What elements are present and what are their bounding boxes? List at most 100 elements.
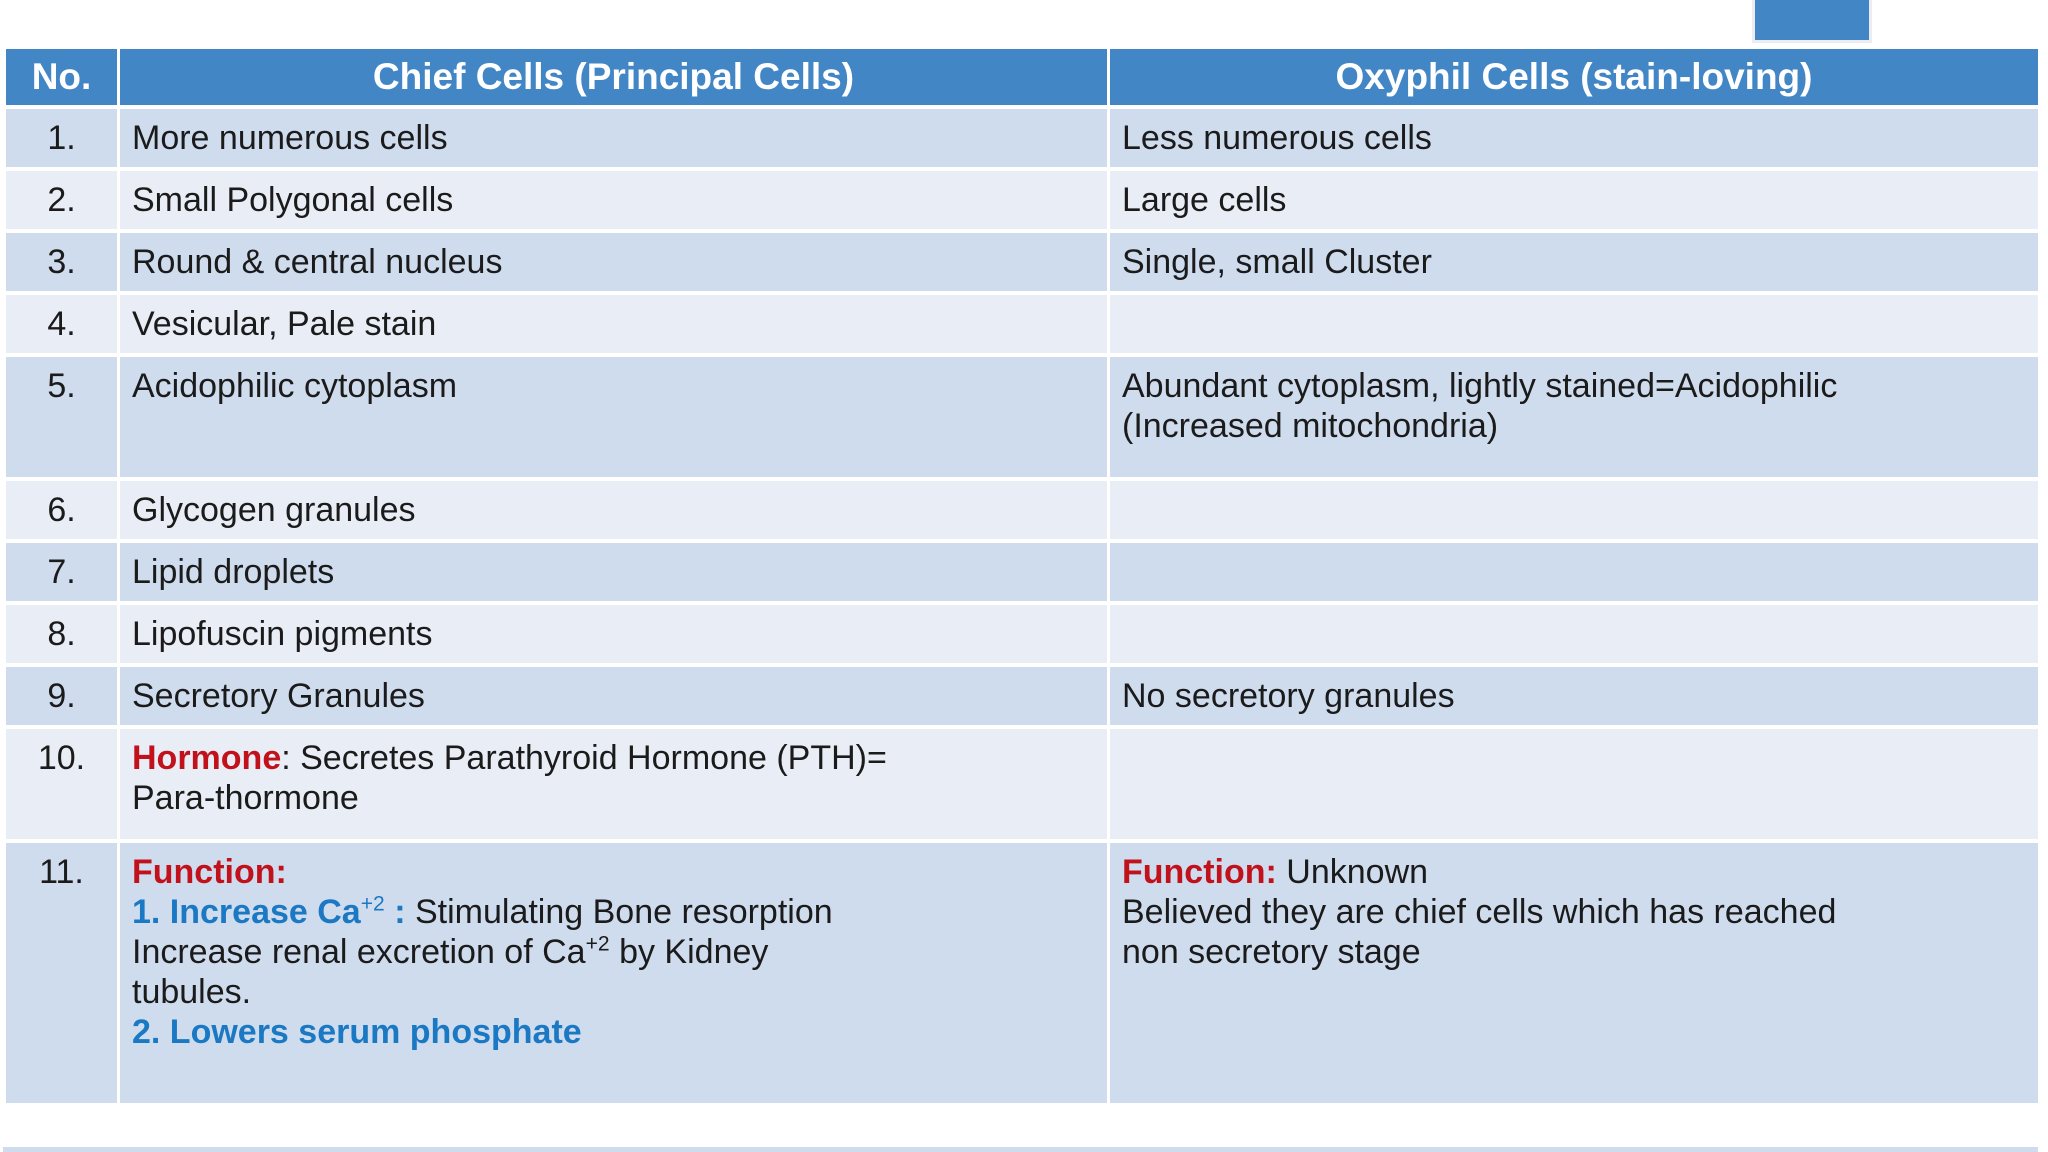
text-run: by Kidney: [609, 933, 769, 971]
cell-line: Lipid droplets: [132, 552, 1097, 592]
table-row: 5. Acidophilic cytoplasm Abundant cytoplas…: [3, 353, 2041, 481]
cell-line: Increase renal excretion of Ca+2 by Kidn…: [132, 932, 1097, 972]
comparison-table: No.Chief Cells (Principal Cells)Oxyphil …: [3, 45, 2041, 1107]
cell-line: Believed they are chief cells which has …: [1122, 892, 2028, 932]
cell-line: Lipofuscin pigments: [132, 614, 1097, 654]
cutoff-row-strip: [3, 1147, 2038, 1152]
cell-line: Function: Unknown: [1122, 852, 2028, 892]
cell-no: 4.: [3, 291, 120, 357]
text-run: Function:: [1122, 853, 1277, 891]
table-body: 1. More numerous cells Less numerous cells…: [3, 105, 2041, 1107]
cell-chief: More numerous cells: [117, 105, 1110, 171]
cell-line: Glycogen granules: [132, 490, 1097, 530]
text-run: Hormone: [132, 739, 282, 777]
text-run: No secretory granules: [1122, 677, 1455, 715]
text-run: Round & central nucleus: [132, 243, 503, 281]
text-run: Vesicular, Pale stain: [132, 305, 437, 343]
cell-line: Single, small Cluster: [1122, 242, 2028, 282]
cell-no: 8.: [3, 601, 120, 667]
table-row: 11.Function:1. Increase Ca+2 : Stimulati…: [3, 839, 2041, 1107]
cell-no: 2.: [3, 167, 120, 233]
cell-no: 5.: [3, 353, 120, 481]
text-run: Increase renal excretion of Ca: [132, 933, 586, 971]
cell-oxyphil: [1107, 291, 2041, 357]
text-run: :: [384, 893, 406, 931]
cell-line: non secretory stage: [1122, 932, 2028, 972]
text-run: Secretory Granules: [132, 677, 425, 715]
cell-line: Vesicular, Pale stain: [132, 304, 1097, 344]
cell-chief: Lipid droplets: [117, 539, 1110, 605]
cell-chief: Lipofuscin pigments: [117, 601, 1110, 667]
cell-oxyphil: Large cells: [1107, 167, 2041, 233]
text-run: Large cells: [1122, 181, 1287, 219]
cell-line: Function:: [132, 852, 1097, 892]
cell-line: Secretory Granules: [132, 676, 1097, 716]
cell-line: Para-thormone: [132, 778, 1097, 818]
cell-line: Large cells: [1122, 180, 2028, 220]
text-run: Believed they are chief cells which has …: [1122, 893, 1837, 931]
header-cell-oxyphil: Oxyphil Cells (stain-loving): [1107, 45, 2041, 109]
text-run: +2: [585, 932, 610, 956]
cell-chief: Secretory Granules: [117, 663, 1110, 729]
cell-oxyphil: Abundant cytoplasm, lightly stained=Acid…: [1107, 353, 2041, 481]
table-row: 4. Vesicular, Pale stain: [3, 291, 2041, 357]
cell-line: Acidophilic cytoplasm: [132, 366, 1097, 406]
text-run: 2. Lowers serum phosphate: [132, 1013, 582, 1051]
cell-line: Less numerous cells: [1122, 118, 2028, 158]
cell-no: 3.: [3, 229, 120, 295]
cell-chief: Hormone: Secretes Parathyroid Hormone (P…: [117, 725, 1110, 843]
cell-line: Small Polygonal cells: [132, 180, 1097, 220]
table-row: 2. Small Polygonal cells Large cells: [3, 167, 2041, 233]
text-run: Abundant cytoplasm, lightly stained=Acid…: [1122, 367, 1838, 405]
header-cell-no: No.: [3, 45, 120, 109]
table-row: 1. More numerous cells Less numerous cells: [3, 105, 2041, 171]
table-row: 3. Round & central nucleus Single, small C…: [3, 229, 2041, 295]
table-row: 6. Glycogen granules: [3, 477, 2041, 543]
text-run: +2: [360, 892, 385, 916]
cell-line: 1. Increase Ca+2 : Stimulating Bone reso…: [132, 892, 1097, 932]
cell-oxyphil: [1107, 725, 2041, 843]
text-run: (Increased mitochondria): [1122, 407, 1499, 445]
text-run: Unknown: [1276, 853, 1429, 891]
text-run: Function:: [132, 853, 287, 891]
cell-oxyphil: [1107, 477, 2041, 543]
deco-rectangle: [1752, 0, 1872, 43]
cell-line: Abundant cytoplasm, lightly stained=Acid…: [1122, 366, 2028, 406]
cell-chief: Small Polygonal cells: [117, 167, 1110, 233]
cell-no: 7.: [3, 539, 120, 605]
cell-line: (Increased mitochondria): [1122, 406, 2028, 446]
text-run: non secretory stage: [1122, 933, 1421, 971]
cell-chief: Acidophilic cytoplasm: [117, 353, 1110, 481]
text-run: Lipid droplets: [132, 553, 335, 591]
cell-oxyphil: Less numerous cells: [1107, 105, 2041, 171]
text-run: tubules.: [132, 973, 252, 1011]
header-row: No.Chief Cells (Principal Cells)Oxyphil …: [3, 45, 2041, 109]
cell-no: 1.: [3, 105, 120, 171]
text-run: Acidophilic cytoplasm: [132, 367, 458, 405]
table-header: No.Chief Cells (Principal Cells)Oxyphil …: [3, 45, 2041, 109]
text-run: Less numerous cells: [1122, 119, 1432, 157]
cell-chief: Function:1. Increase Ca+2 : Stimulating …: [117, 839, 1110, 1107]
cell-no: 10.: [3, 725, 120, 843]
text-run: Single, small Cluster: [1122, 243, 1432, 281]
text-run: Small Polygonal cells: [132, 181, 454, 219]
cell-oxyphil: Single, small Cluster: [1107, 229, 2041, 295]
text-run: More numerous cells: [132, 119, 448, 157]
cell-line: 2. Lowers serum phosphate: [132, 1012, 1097, 1052]
cell-oxyphil: [1107, 539, 2041, 605]
text-run: Glycogen granules: [132, 491, 416, 529]
cell-line: More numerous cells: [132, 118, 1097, 158]
text-run: Stimulating Bone resorption: [405, 893, 833, 931]
cell-chief: Round & central nucleus: [117, 229, 1110, 295]
table-row: 10. Hormone: Secretes Parathyroid Hormone…: [3, 725, 2041, 843]
header-cell-chief: Chief Cells (Principal Cells): [117, 45, 1110, 109]
text-run: 1. Increase Ca: [132, 893, 361, 931]
cell-no: 6.: [3, 477, 120, 543]
cell-chief: Glycogen granules: [117, 477, 1110, 543]
cell-oxyphil: No secretory granules: [1107, 663, 2041, 729]
text-run: Lipofuscin pigments: [132, 615, 433, 653]
cell-line: Hormone: Secretes Parathyroid Hormone (P…: [132, 738, 1097, 778]
